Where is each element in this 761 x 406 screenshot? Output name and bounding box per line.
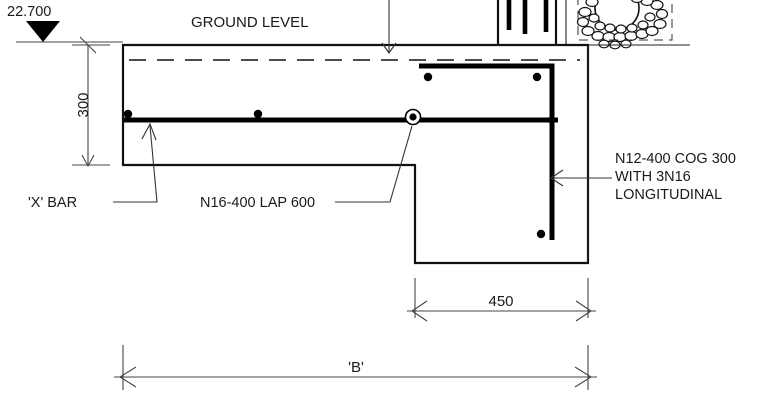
depth-tick-top <box>79 36 97 54</box>
reinforcement-group <box>123 63 558 240</box>
lap-bar-marker <box>404 108 422 126</box>
ground-level-label: GROUND LEVEL <box>191 14 309 31</box>
dim450-arrow-right <box>575 300 592 322</box>
overall-width-dimension-label: 'B' <box>348 359 364 376</box>
depth-arrow-bottom <box>81 154 95 168</box>
arrow-left-icon <box>550 169 564 187</box>
subsoil-drain-group <box>576 0 673 50</box>
level-triangle-icon <box>26 21 60 42</box>
dimB-arrow-right <box>574 366 593 388</box>
x-bar-label: 'X' BAR <box>28 195 77 211</box>
depth-dimension-group: 300 <box>72 36 110 168</box>
drain-trench-boundary <box>577 0 673 41</box>
bar-section-dot <box>536 229 546 239</box>
stirrup-note-line-3: LONGITUDINAL <box>615 187 722 203</box>
stirrup-note-line-2: WITH 3N16 <box>615 169 691 185</box>
lap-bar-leader <box>335 125 413 203</box>
dim450-arrow-left <box>411 300 428 322</box>
bar-section-dot <box>532 72 542 82</box>
overall-width-dimension-group: 'B' <box>114 345 597 390</box>
level-marker-group: 22.700 <box>7 4 123 43</box>
x-bar-leader <box>113 125 158 203</box>
ground-level-annotation: GROUND LEVEL <box>191 0 397 54</box>
arrow-down-icon <box>381 42 397 54</box>
footing-outline-group <box>121 43 590 265</box>
top-bar-with-cog <box>419 63 555 120</box>
step-width-dimension-label: 450 <box>488 293 513 310</box>
dimB-arrow-left <box>118 366 137 388</box>
lap-bar-label: N16-400 LAP 600 <box>200 195 315 211</box>
step-width-dimension-group: 450 <box>407 278 596 322</box>
bar-section-dot <box>423 72 433 82</box>
lap-bar-annotation: N16-400 LAP 600 <box>200 125 413 211</box>
footing-profile <box>121 43 590 265</box>
bar-section-dot <box>253 109 263 119</box>
x-bar-annotation: 'X' BAR <box>28 122 158 211</box>
depth-dimension-label: 300 <box>75 92 92 117</box>
gravel-fill-icon <box>576 0 669 50</box>
stirrup-note-annotation: N12-400 COG 300 WITH 3N16 LONGITUDINAL <box>550 151 736 203</box>
bar-section-dot <box>123 109 133 119</box>
stirrup-note-line-1: N12-400 COG 300 <box>615 151 736 167</box>
rl-value-label: 22.700 <box>7 4 51 20</box>
leader-arrow-icon <box>141 122 157 141</box>
